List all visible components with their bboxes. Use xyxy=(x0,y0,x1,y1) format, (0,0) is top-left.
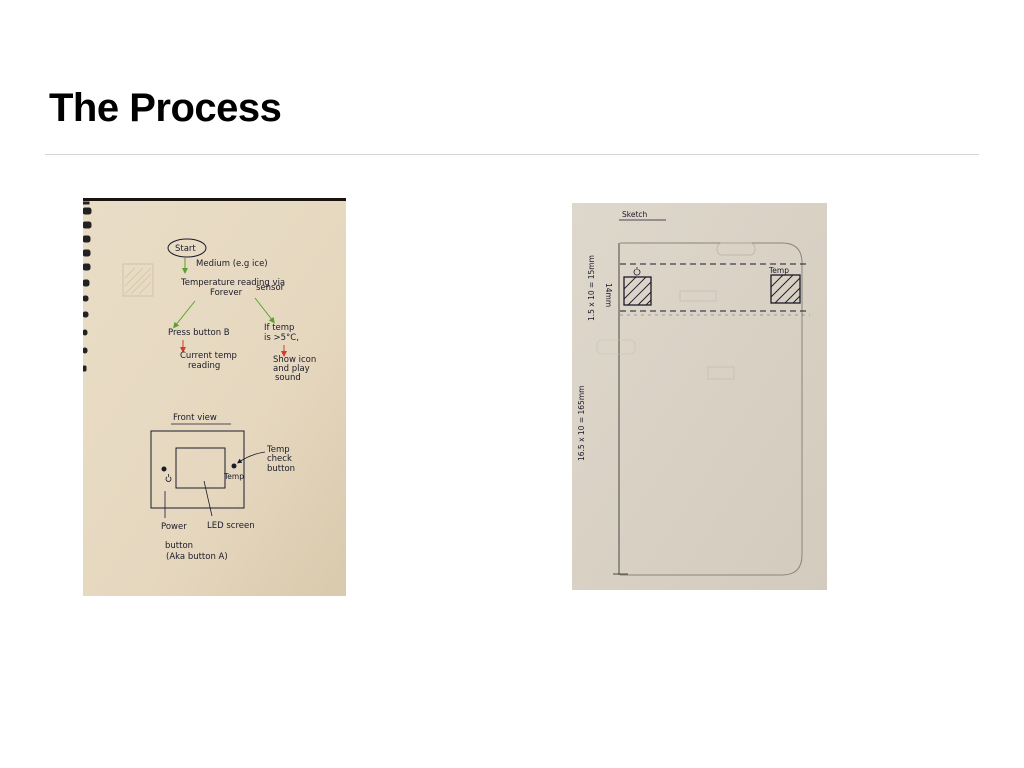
branch-right-result-3: sound xyxy=(275,373,301,383)
paper xyxy=(572,203,827,590)
branch-right-result-2: and play xyxy=(273,364,310,374)
temp-label: Temp xyxy=(768,266,789,275)
front-view-heading: Front view xyxy=(173,413,217,423)
device-side-outline xyxy=(620,242,803,576)
branch-right-2: is >5°C, xyxy=(264,333,299,343)
branch-left-label: Press button B xyxy=(168,328,230,338)
led-screen-label: LED screen xyxy=(207,521,255,531)
power-button-square xyxy=(623,276,652,306)
flowchart-sketch-photo: Start Medium (e.g ice) Temperature readi… xyxy=(83,198,346,596)
slide-title: The Process xyxy=(49,86,282,130)
temp-button-dot xyxy=(231,463,237,469)
temp-check-3: button xyxy=(267,464,295,474)
temp-check-1: Temp xyxy=(266,445,290,455)
device-outline xyxy=(150,430,245,509)
dimension-top: 1.5 x 10 = 15mm xyxy=(587,255,596,321)
branch-right-1: If temp xyxy=(264,323,294,333)
temp-check-2: check xyxy=(267,454,292,464)
sketch-heading: Sketch xyxy=(622,210,648,219)
start-node xyxy=(167,238,207,258)
power-line-1: Power xyxy=(161,522,187,532)
power-line-3: (Aka button A) xyxy=(166,552,228,562)
medium-label: Medium (e.g ice) xyxy=(196,259,268,269)
temp-small-label: Temp xyxy=(223,472,244,481)
power-button-dot xyxy=(161,466,167,472)
dimension-sketch: Sketch Temp 1.5 x 10 = 15mm 14mm 16.5 x … xyxy=(572,203,827,590)
reading-line-2: Forever xyxy=(210,288,243,298)
paper xyxy=(83,198,346,596)
dimension-side: 16.5 x 10 = 165mm xyxy=(577,386,586,461)
power-line-2: button xyxy=(165,541,193,551)
dimension-sketch-photo: Sketch Temp 1.5 x 10 = 15mm 14mm 16.5 x … xyxy=(572,203,827,590)
reading-line-3: sensor xyxy=(256,283,285,293)
dimension-top-mm: 14mm xyxy=(604,283,613,307)
led-screen-outline xyxy=(175,447,226,489)
branch-right-result-1: Show icon xyxy=(273,355,316,365)
branch-left-result-1: Current temp xyxy=(180,351,237,361)
flowchart-sketch: Start Medium (e.g ice) Temperature readi… xyxy=(83,198,346,596)
reading-line-1: Temperature reading via xyxy=(180,278,285,288)
start-label: Start xyxy=(175,244,196,254)
title-divider xyxy=(45,154,979,155)
spiral-binding xyxy=(83,201,92,372)
branch-left-result-2: reading xyxy=(188,361,220,371)
